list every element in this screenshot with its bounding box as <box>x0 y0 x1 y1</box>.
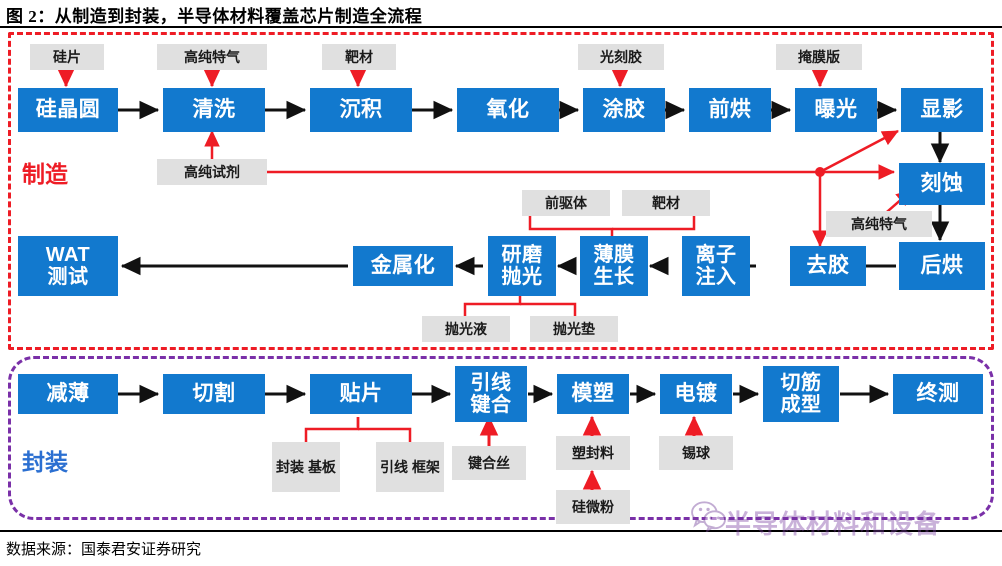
material-silica-powder: 硅微粉 <box>556 490 630 524</box>
process-die-attach[interactable]: 贴片 <box>310 374 412 414</box>
process-resist-strip[interactable]: 去胶 <box>790 246 866 286</box>
packaging-zone <box>8 356 994 520</box>
material-photoresist: 光刻胶 <box>578 44 664 70</box>
material-lead-frame: 引线 框架 <box>376 442 444 492</box>
material-specialty-gas-1: 高纯特气 <box>157 44 267 70</box>
process-development[interactable]: 显影 <box>901 88 983 132</box>
process-wat-test[interactable]: WAT 测试 <box>18 236 118 296</box>
material-silicon-slice: 硅片 <box>30 44 104 70</box>
material-polishing-pad: 抛光垫 <box>530 316 618 342</box>
page-title: 图 2：从制造到封装，半导体材料覆盖芯片制造全流程 <box>6 7 423 26</box>
material-molding-compound: 塑封料 <box>556 436 630 470</box>
process-deposition[interactable]: 沉积 <box>310 88 412 132</box>
process-plating[interactable]: 电镀 <box>660 374 732 414</box>
manufacturing-zone <box>8 32 994 350</box>
material-specialty-gas-2: 高纯特气 <box>826 211 932 237</box>
process-dicing[interactable]: 切割 <box>163 374 265 414</box>
title-divider-bottom <box>0 530 1002 532</box>
process-final-test[interactable]: 终测 <box>893 374 983 414</box>
title-divider-top <box>0 26 1002 28</box>
process-exposure[interactable]: 曝光 <box>795 88 877 132</box>
process-cmp[interactable]: 研磨 抛光 <box>488 236 556 296</box>
manufacturing-zone-label: 制造 <box>22 161 68 187</box>
material-mask: 掩膜版 <box>776 44 862 70</box>
process-wire-bonding[interactable]: 引线 键合 <box>455 366 527 422</box>
process-metallization[interactable]: 金属化 <box>353 246 453 286</box>
material-solder-ball: 锡球 <box>659 436 733 470</box>
process-etching[interactable]: 刻蚀 <box>899 163 985 205</box>
material-target-2: 靶材 <box>622 190 710 216</box>
material-package-substrate: 封装 基板 <box>272 442 340 492</box>
packaging-zone-label: 封装 <box>22 449 68 475</box>
process-silicon-wafer[interactable]: 硅晶圆 <box>18 88 118 132</box>
material-precursor: 前驱体 <box>522 190 610 216</box>
process-molding[interactable]: 模塑 <box>557 374 629 414</box>
process-photoresist-coating[interactable]: 涂胶 <box>583 88 665 132</box>
material-high-purity-reagent: 高纯试剂 <box>157 159 267 185</box>
material-polishing-slurry: 抛光液 <box>422 316 510 342</box>
watermark-text: 半导体材料和设备 <box>725 509 942 539</box>
process-clean[interactable]: 清洗 <box>163 88 265 132</box>
process-pre-bake[interactable]: 前烘 <box>689 88 771 132</box>
process-ion-implantation[interactable]: 离子 注入 <box>682 236 750 296</box>
process-thinning[interactable]: 减薄 <box>18 374 118 414</box>
process-oxidation[interactable]: 氧化 <box>457 88 559 132</box>
process-film-growth[interactable]: 薄膜 生长 <box>580 236 648 296</box>
material-target-1: 靶材 <box>322 44 396 70</box>
wechat-icon <box>691 501 726 532</box>
material-bonding-wire: 键合丝 <box>452 446 526 480</box>
source-note: 数据来源：国泰君安证券研究 <box>6 542 202 558</box>
process-trim-and-form[interactable]: 切筋 成型 <box>763 366 839 422</box>
process-post-bake[interactable]: 后烘 <box>899 242 985 290</box>
